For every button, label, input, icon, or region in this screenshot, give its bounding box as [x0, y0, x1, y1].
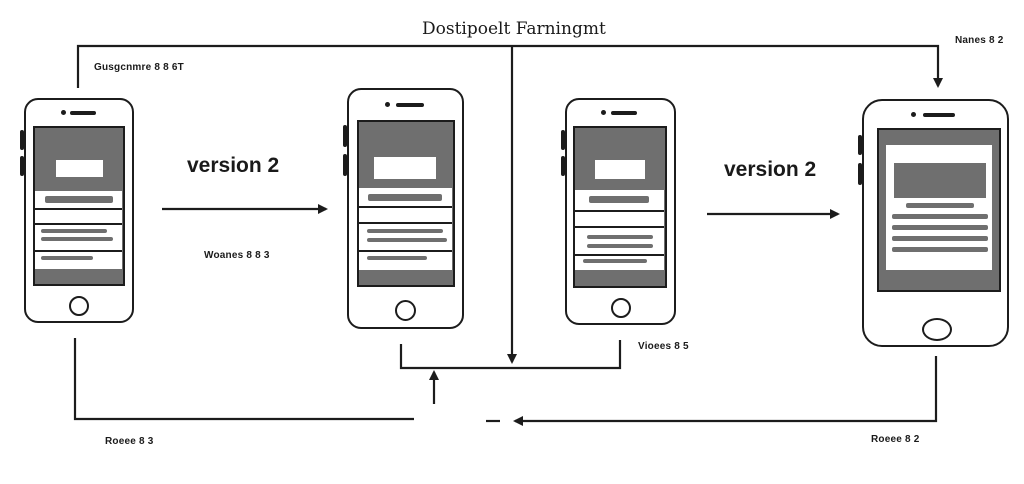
phone-2-row-3 — [359, 250, 452, 270]
label-mid-right: Vioees 8 5 — [638, 341, 689, 352]
phone-2-row-1 — [359, 206, 452, 222]
phone-2-bar-4 — [367, 256, 427, 260]
right-return-line — [513, 356, 938, 426]
phone-3-bar-3 — [587, 244, 653, 248]
phone-4-header-block — [894, 163, 986, 198]
phone-3-row-2 — [575, 226, 664, 254]
phone-1-side-button-2 — [20, 156, 24, 176]
phone-2-bar-1 — [368, 194, 442, 201]
phone-2-bar-2 — [367, 229, 443, 233]
phone-2-bar-3 — [367, 238, 447, 242]
phone-1-bar-2 — [41, 229, 107, 233]
label-bottom-right: Roeee 8 2 — [871, 434, 920, 445]
phone-3-camera-icon — [601, 110, 606, 115]
phone-1-home-button-icon — [69, 296, 89, 316]
phone-1-row-2 — [35, 223, 122, 247]
phone-1-speaker-icon — [70, 111, 96, 115]
phone-1-header-block — [56, 160, 103, 177]
phone-3-home-button-icon — [611, 298, 631, 318]
phone-2 — [343, 88, 464, 329]
phone-1-bar-3 — [41, 237, 113, 241]
phone-4-bar-2 — [892, 214, 988, 219]
phone-1-camera-icon — [61, 110, 66, 115]
phone-1-side-button — [20, 130, 24, 150]
phone-2-screen — [357, 120, 455, 287]
phone-4-side-button-2 — [858, 163, 862, 185]
phone-3-bar-1 — [589, 196, 649, 203]
phone-4-bar-5 — [892, 247, 988, 252]
phone-1-bar-1 — [45, 196, 113, 203]
phone-2-side-button — [343, 125, 347, 147]
phone-4-bar-4 — [892, 236, 988, 241]
label-mid-left: Woanes 8 8 3 — [204, 250, 270, 261]
phone-4-screen — [877, 128, 1001, 292]
phone-2-row-2 — [359, 222, 452, 250]
phone-2-camera-icon — [385, 102, 390, 107]
version-label-right: version 2 — [724, 158, 817, 181]
phone-4-speaker-icon — [923, 113, 955, 117]
phone-1-bar-4 — [41, 256, 93, 260]
phone-4-camera-icon — [911, 112, 916, 117]
phone-3-screen — [573, 126, 667, 288]
phone-3-bar-2 — [587, 235, 653, 239]
phone-3-bar-4 — [583, 259, 647, 263]
label-top-right: Nanes 8 2 — [955, 35, 1004, 46]
phone-3-side-button-2 — [561, 156, 565, 176]
top-connector — [76, 44, 943, 88]
label-top-left: Gusgcnmre 8 8 6T — [94, 62, 184, 73]
phone-3-row-1 — [575, 210, 664, 226]
phone-1 — [20, 98, 134, 323]
phone-4-bar-3 — [892, 225, 988, 230]
diagram-title: Dostipoelt Farningmt — [422, 19, 606, 39]
phone-2-speaker-icon — [396, 103, 424, 107]
label-bottom-left: Roeee 8 3 — [105, 436, 154, 447]
version-label-left: version 2 — [187, 154, 280, 177]
phone-3-side-button — [561, 130, 565, 150]
phone-2-side-button-2 — [343, 154, 347, 176]
phone-3-header-block — [595, 160, 645, 179]
phone-3-speaker-icon — [611, 111, 637, 115]
phone-3 — [561, 98, 676, 325]
phone-2-header-block — [374, 157, 436, 179]
phone-4 — [858, 99, 1009, 347]
phone-4-side-button — [858, 135, 862, 155]
middle-bracket — [399, 340, 622, 370]
phone-4-bar-1 — [906, 203, 974, 208]
phone-1-screen — [33, 126, 125, 286]
phone-4-home-button-icon — [922, 318, 952, 341]
left-return-line — [73, 338, 414, 421]
phone-1-row-1 — [35, 208, 122, 224]
phone-2-home-button-icon — [395, 300, 416, 321]
